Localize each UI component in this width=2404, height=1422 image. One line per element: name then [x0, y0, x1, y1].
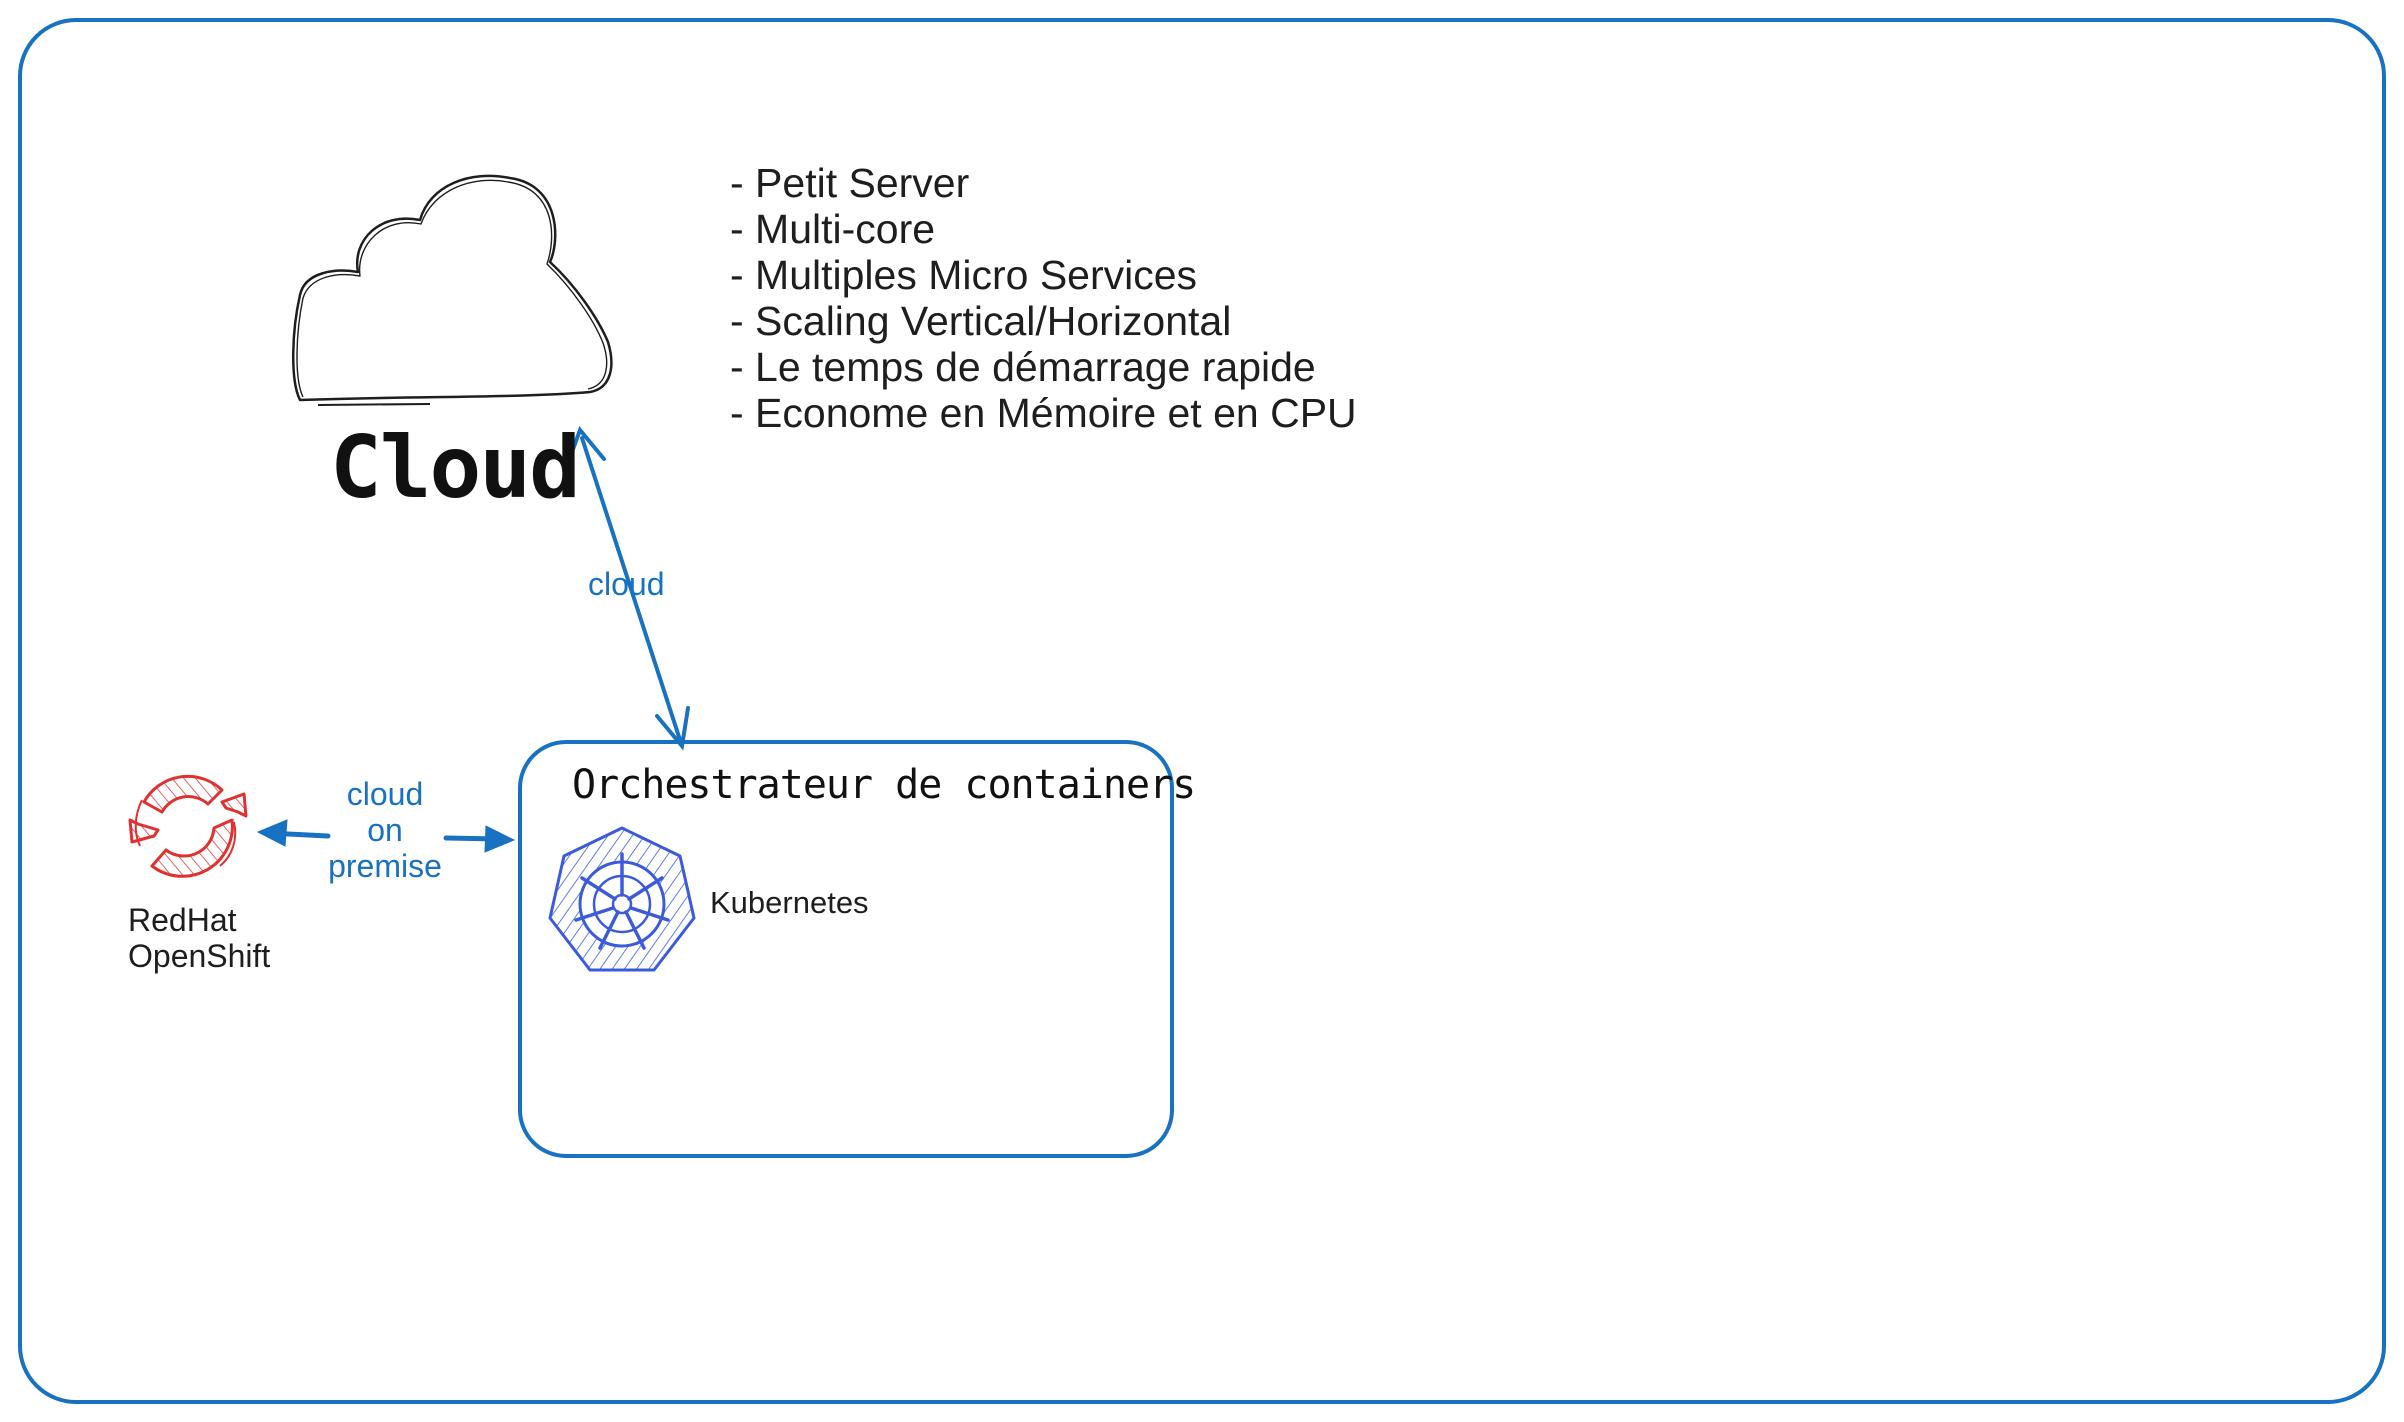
on-premise-label-line: premise — [328, 848, 442, 884]
feature-item: - Scaling Vertical/Horizontal — [730, 298, 1232, 344]
on-premise-label-line: cloud — [346, 776, 424, 812]
cloud-edge-label: cloud — [588, 566, 665, 602]
cloud-label: Cloud — [330, 418, 581, 518]
feature-item: - Petit Server — [730, 160, 970, 206]
kubernetes-icon — [548, 826, 696, 972]
orchestrator-title: Orchestrateur de containers — [572, 762, 1196, 808]
feature-item: - Econome en Mémoire et en CPU — [730, 390, 1357, 436]
cloud-underline — [317, 403, 431, 406]
openshift-label: RedHat OpenShift — [128, 902, 270, 974]
outer-frame — [18, 18, 2386, 1404]
feature-item: - Multi-core — [730, 206, 936, 252]
feature-item: - Le temps de démarrage rapide — [730, 344, 1316, 390]
cloud-edge-arrow — [565, 426, 690, 751]
cloud-shape-sketch — [296, 179, 608, 398]
on-premise-edge-label: cloud on premise — [320, 776, 450, 884]
feature-item: - Multiples Micro Services — [730, 252, 1198, 298]
cloud-shape — [291, 174, 613, 402]
openshift-label-line2: OpenShift — [128, 938, 271, 974]
on-premise-edge-arrow — [256, 819, 516, 853]
orchestrator-box — [518, 740, 1174, 1158]
on-premise-label-line: on — [367, 812, 403, 848]
kubernetes-label: Kubernetes — [710, 885, 869, 920]
feature-list: - Petit Server - Multi-core - Multiples … — [730, 160, 1357, 436]
openshift-icon — [128, 774, 248, 878]
openshift-label-line1: RedHat — [128, 902, 237, 938]
